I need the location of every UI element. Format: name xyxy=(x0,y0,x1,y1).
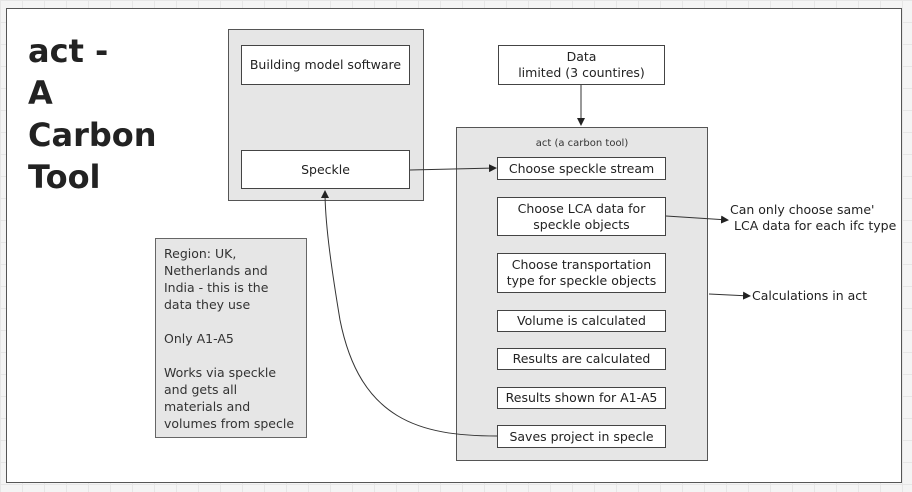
title-line: A xyxy=(28,74,53,112)
step-volume-calculated[interactable]: Volume is calculated xyxy=(497,310,666,332)
title-line: Carbon xyxy=(28,116,157,154)
data-box-line2: limited (3 countires) xyxy=(518,65,645,80)
connector-save-to-speckle[interactable] xyxy=(321,190,498,437)
note-region: Region: UK, Netherlands and India - this… xyxy=(164,246,269,312)
calculations-label: Calculations in act xyxy=(752,288,868,303)
title-line: Tool xyxy=(28,158,101,196)
data-box[interactable]: Data limited (3 countires) xyxy=(498,45,665,85)
step-results-calculated[interactable]: Results are calculated xyxy=(497,348,666,370)
region-note[interactable]: Region: UK, Netherlands and India - this… xyxy=(155,238,307,438)
note-scope: Only A1-A5 xyxy=(164,331,234,346)
diagram-title: act - A Carbon Tool xyxy=(28,30,228,198)
step-saves-project[interactable]: Saves project in specle xyxy=(497,425,666,448)
step-results-shown[interactable]: Results shown for A1-A5 xyxy=(497,387,666,409)
act-group-title: act (a carbon tool) xyxy=(535,138,629,149)
lca-constraint-line1: Can only choose same' xyxy=(730,202,875,217)
lca-constraint-line2: LCA data for each ifc type xyxy=(734,218,897,233)
title-line: act - xyxy=(28,32,109,70)
data-box-line1: Data xyxy=(566,49,597,64)
step-choose-stream[interactable]: Choose speckle stream xyxy=(497,157,666,180)
note-workflow: Works via speckle and gets all materials… xyxy=(164,365,295,431)
lca-constraint-label: Can only choose same' LCA data for each … xyxy=(730,202,896,234)
step-choose-lca-data[interactable]: Choose LCA data for speckle objects xyxy=(497,197,666,236)
connector-lca-to-constraint[interactable] xyxy=(665,215,729,224)
connector-act-to-calculations[interactable] xyxy=(708,291,751,300)
connector-speckle-to-stream[interactable] xyxy=(409,164,497,173)
step-choose-transportation[interactable]: Choose transportation type for speckle o… xyxy=(497,253,666,293)
speckle-box[interactable]: Speckle xyxy=(241,150,410,189)
building-model-software-box[interactable]: Building model software xyxy=(241,45,410,85)
